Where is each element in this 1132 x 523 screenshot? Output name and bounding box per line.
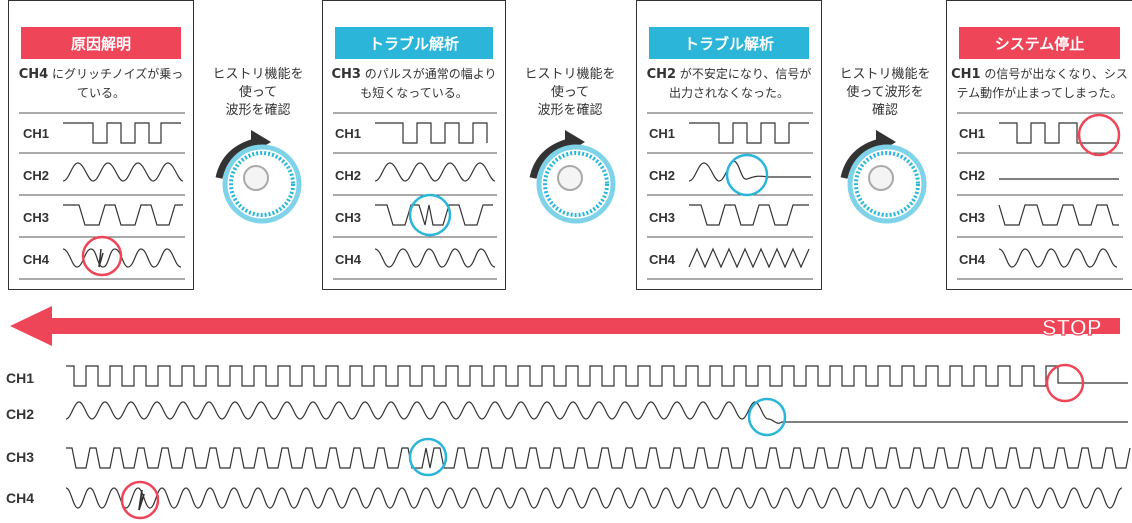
panel-1-wave-ch3 (63, 204, 183, 226)
panel-1-label-ch4: CH4 (23, 252, 50, 267)
panel-4-channel: CH1 (951, 67, 981, 82)
timeline-wave-ch4 (65, 487, 1123, 509)
panel-2-analysis: トラブル解析 CH3 のパルスが通常の幅よりも短くなっている。 CH1 CH2 … (322, 0, 506, 290)
panel-4-label-ch4: CH4 (959, 252, 986, 267)
timeline-highlight-ch3 (408, 437, 448, 477)
knob-3-icon (840, 130, 927, 224)
timeline-glitch-ch4 (138, 489, 145, 511)
history-caption-3: ヒストリ機能を 使って波形を 確認 (820, 66, 950, 120)
timeline-label-ch1: CH1 (6, 370, 34, 386)
panel-1-label-ch1: CH1 (23, 126, 49, 141)
panel-2-label-ch4: CH4 (335, 252, 362, 267)
panel-2-highlight-circle (408, 193, 452, 237)
panel-3-analysis: トラブル解析 CH2 が不安定になり、信号が出力されなくなった。 CH1 CH2… (636, 0, 822, 290)
panel-3-desc-text: が不安定になり、信号が出力されなくなった。 (668, 67, 812, 100)
panel-1-waveforms: CH1 CH2 CH3 CH4 (19, 112, 185, 280)
panel-3-wave-ch4 (688, 247, 810, 269)
history-caption-2-line3: 波形を確認 (537, 103, 603, 118)
panel-1-wave-ch1 (63, 122, 181, 144)
panel-3-channel: CH2 (646, 67, 677, 82)
panel-3-wave-ch1 (689, 122, 809, 144)
timeline-wave-ch3 (66, 447, 1131, 469)
timeline-wave-ch2 (65, 401, 1128, 424)
panel-1-description: CH4 にグリッチノイズが乗っている。 (15, 65, 187, 103)
history-caption-1-line3: 波形を確認 (225, 103, 291, 118)
panel-4-system-stop: システム停止 CH1 の信号が出なくなり、システム動作が止まってしまった。 CH… (946, 0, 1132, 290)
panel-2-desc-text: のパルスが通常の幅よりも短くなっている。 (360, 67, 497, 100)
panel-1-label-ch2: CH2 (23, 168, 49, 183)
panel-1-desc-text: にグリッチノイズが乗っている。 (52, 67, 184, 100)
history-caption-1: ヒストリ機能を 使って 波形を確認 (193, 66, 323, 120)
panel-2-waveforms: CH1 CH2 CH3 CH4 (333, 112, 497, 280)
history-caption-2-line1: ヒストリ機能を (524, 67, 616, 82)
panel-1-channel: CH4 (18, 67, 49, 82)
panel-2-channel: CH3 (331, 67, 361, 82)
knob-1-icon (215, 130, 302, 224)
panel-2-label-ch1: CH1 (335, 126, 361, 141)
panel-2-wave-ch1 (375, 122, 488, 144)
panel-4-wave-ch4 (998, 248, 1118, 268)
panel-4-wave-ch3 (998, 204, 1119, 226)
timeline-arrow (10, 306, 1120, 346)
panel-4-highlight-circle (1077, 113, 1121, 157)
panel-1-wave-ch2 (62, 162, 184, 182)
timeline-highlight-ch1 (1045, 363, 1085, 403)
panel-3-label-ch2: CH2 (649, 168, 675, 183)
panel-3-waveforms: CH1 CH2 CH3 CH4 (647, 112, 813, 280)
panel-3-badge: トラブル解析 (649, 27, 809, 59)
timeline-wave-ch1 (66, 365, 1128, 387)
panel-2-description: CH3 のパルスが通常の幅よりも短くなっている。 (329, 65, 499, 103)
panel-3-wave-ch3 (689, 204, 809, 226)
panel-1-label-ch3: CH3 (23, 210, 49, 225)
panel-4-label-ch2: CH2 (959, 168, 985, 183)
panel-4-description: CH1 の信号が出なくなり、システム動作が止まってしまった。 (947, 65, 1132, 103)
panel-3-description: CH2 が不安定になり、信号が出力されなくなった。 (643, 65, 815, 103)
panel-1-root-cause: 原因解明 CH4 にグリッチノイズが乗っている。 CH1 CH2 CH3 CH4 (8, 0, 194, 290)
timeline-label-ch4: CH4 (6, 490, 34, 506)
panel-1-highlight-circle (81, 235, 123, 277)
panel-4-wave-ch1 (999, 122, 1119, 144)
history-caption-1-line2: 使って (238, 85, 278, 100)
timeline-highlight-ch2 (747, 397, 787, 437)
history-caption-3-line3: 確認 (871, 103, 898, 118)
panel-1-badge: 原因解明 (21, 27, 181, 59)
panel-2-label-ch3: CH3 (335, 210, 361, 225)
timeline-label-ch3: CH3 (6, 449, 34, 465)
panel-3-highlight-circle (725, 153, 769, 197)
panel-2-badge: トラブル解析 (335, 27, 493, 59)
panel-3-label-ch4: CH4 (649, 252, 676, 267)
panel-3-label-ch3: CH3 (649, 210, 675, 225)
panel-3-label-ch1: CH1 (649, 126, 675, 141)
history-caption-1-line1: ヒストリ機能を (212, 67, 304, 82)
panel-4-waveforms: CH1 CH2 CH3 CH4 (957, 112, 1123, 280)
timeline-highlight-ch4 (120, 480, 160, 520)
history-caption-2: ヒストリ機能を 使って 波形を確認 (505, 66, 635, 120)
panel-2-wave-ch3 (375, 204, 493, 226)
stop-label: STOP (1042, 315, 1102, 340)
panel-2-wave-ch4 (374, 248, 496, 268)
panel-4-label-ch3: CH3 (959, 210, 985, 225)
knob-2-icon (529, 130, 616, 224)
history-caption-3-line1: ヒストリ機能を (839, 67, 931, 82)
panel-4-badge: システム停止 (959, 27, 1120, 59)
history-caption-3-line2: 使って波形を (846, 85, 924, 100)
panel-4-label-ch1: CH1 (959, 126, 985, 141)
panel-2-wave-ch2 (374, 162, 496, 182)
history-caption-2-line2: 使って (550, 85, 590, 100)
panel-4-desc-text: の信号が出なくなり、システム動作が止まってしまった。 (956, 67, 1128, 100)
panel-2-label-ch2: CH2 (335, 168, 361, 183)
timeline-label-ch2: CH2 (6, 406, 34, 422)
